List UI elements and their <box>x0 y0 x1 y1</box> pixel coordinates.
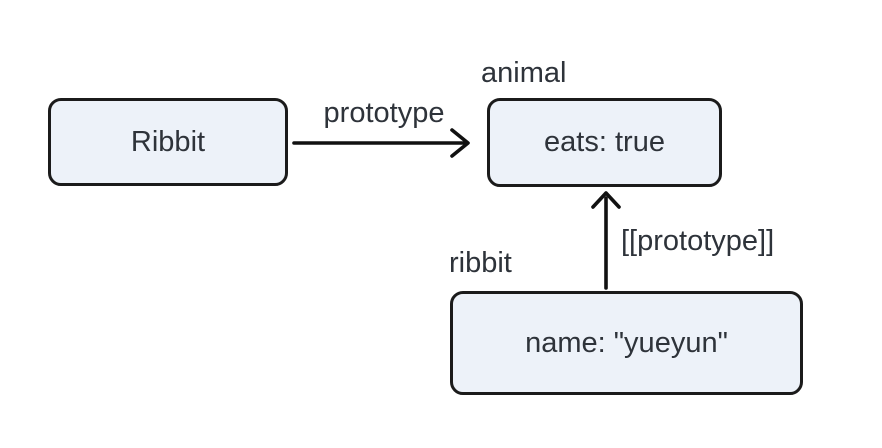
ribbit-object-body: name: "yueyun" <box>525 326 728 359</box>
animal-node-body: eats: true <box>544 126 665 158</box>
prototype-arrow <box>292 128 470 158</box>
ribbit-function-node: Ribbit <box>48 98 288 186</box>
proto-internal-arrow-label: [[prototype]] <box>621 225 775 257</box>
proto-internal-arrow <box>591 191 621 290</box>
ribbit-function-label: Ribbit <box>130 125 206 158</box>
animal-node-title: animal <box>481 57 567 89</box>
ribbit-object-node: name: "yueyun" <box>450 291 803 395</box>
animal-node: eats: true <box>487 98 722 187</box>
prototype-arrow-label: prototype <box>323 97 445 129</box>
ribbit-object-title: ribbit <box>449 247 512 279</box>
